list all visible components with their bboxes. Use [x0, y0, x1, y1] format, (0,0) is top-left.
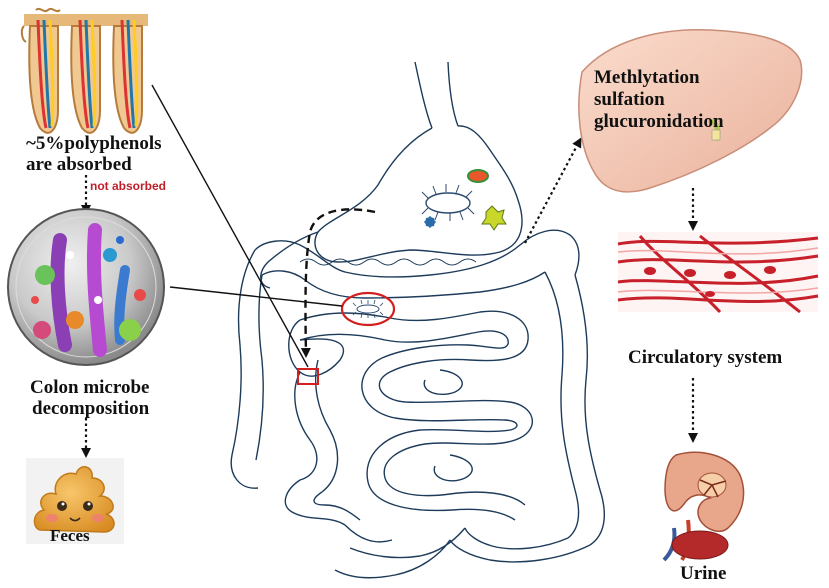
feces-emoji-icon [26, 458, 124, 544]
liver-label-line1: Methlytation [594, 67, 700, 88]
not-absorbed-label: not absorbed [90, 179, 167, 193]
stomach-microbes [421, 169, 507, 231]
liver-label-line2: sulfation [594, 89, 665, 110]
stomach-to-intestine-dashed-arrow [300, 208, 376, 358]
digestive-tract-outline [230, 61, 605, 579]
connector-lines [151, 84, 376, 368]
colon-to-liver-arrow [524, 137, 582, 244]
absorbed-label-line1: ~5%polyphenols [26, 133, 162, 154]
sphere-to-colon-line [169, 286, 343, 307]
liver-illustration [578, 29, 803, 193]
liver-label-line3: glucuronidation [594, 111, 724, 132]
blood-vessels-illustration [617, 232, 819, 314]
kidney-illustration [662, 451, 745, 562]
colon-microbe-sphere-illustration [7, 208, 165, 366]
feces-label: Feces [50, 526, 90, 545]
dotted-arrows [81, 137, 698, 458]
intestinal-villi-illustration [20, 7, 148, 134]
urine-label: Urine [680, 563, 727, 584]
absorbed-label-line2: are absorbed [26, 154, 132, 175]
colon-label-line2: decomposition [32, 398, 150, 419]
villi-to-intestine-line [151, 84, 309, 368]
colon-highlight-circle [340, 291, 396, 327]
intestine-highlight-square [297, 368, 319, 385]
colon-label-line1: Colon microbe [30, 377, 150, 398]
circulatory-label: Circulatory system [628, 347, 783, 368]
